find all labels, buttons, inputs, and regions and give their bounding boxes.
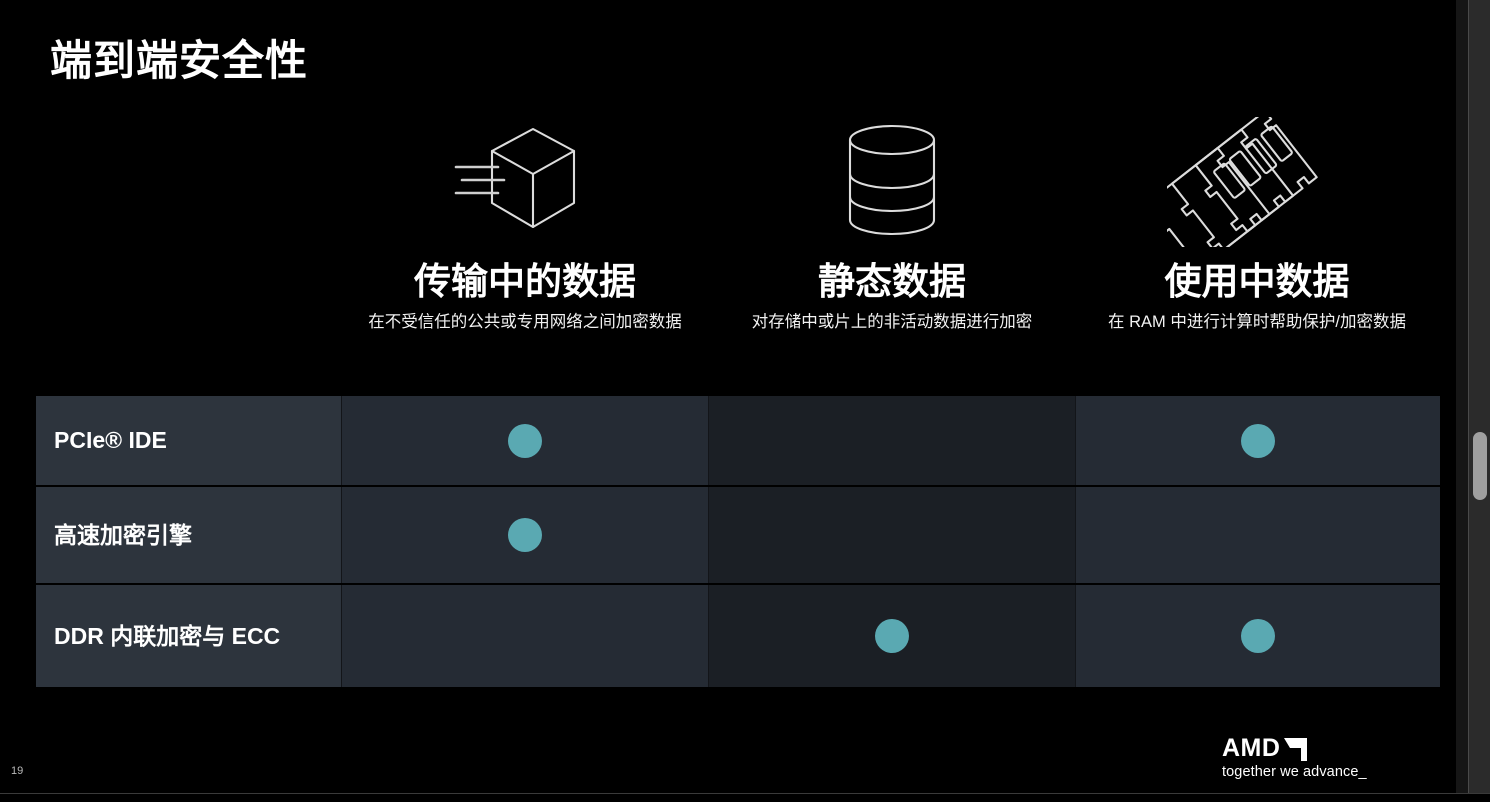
table-cell-rest bbox=[708, 487, 1075, 583]
table-row-label: PCIe® IDE bbox=[54, 427, 167, 454]
column-subtitle: 在 RAM 中进行计算时帮助保护/加密数据 bbox=[1108, 312, 1406, 331]
column-header-data-in-use: 使用中数据 在 RAM 中进行计算时帮助保护/加密数据 bbox=[1077, 112, 1437, 334]
window-bottom-edge bbox=[0, 793, 1490, 802]
support-dot-icon bbox=[875, 619, 909, 653]
page-number: 19 bbox=[11, 765, 24, 777]
cube-in-motion-icon bbox=[343, 112, 707, 247]
table-row-label-cell: 高速加密引擎 bbox=[36, 487, 341, 583]
table-row: DDR 内联加密与 ECC bbox=[36, 585, 1440, 687]
table-cell-transit bbox=[341, 585, 708, 687]
table-row: PCIe® IDE bbox=[36, 396, 1440, 487]
support-dot-icon bbox=[1241, 619, 1275, 653]
column-header-data-in-transit: 传输中的数据 在不受信任的公共或专用网络之间加密数据 bbox=[343, 112, 707, 334]
amd-arrow-icon bbox=[1284, 738, 1308, 761]
column-title: 使用中数据 bbox=[1164, 261, 1350, 302]
table-cell-in-use bbox=[1075, 487, 1440, 583]
feature-comparison-table: PCIe® IDE 高速加密引擎 bbox=[36, 396, 1440, 687]
table-cell-in-use bbox=[1075, 396, 1440, 485]
table-cell-rest bbox=[708, 396, 1075, 485]
page-title: 端到端安全性 bbox=[50, 37, 309, 84]
support-dot-icon bbox=[508, 518, 542, 552]
amd-logo: AMD together we advance_ bbox=[1222, 735, 1392, 781]
vertical-scrollbar-thumb[interactable] bbox=[1473, 432, 1487, 500]
table-row-label-cell: PCIe® IDE bbox=[36, 396, 341, 485]
table-row-label-cell: DDR 内联加密与 ECC bbox=[36, 585, 341, 687]
table-cell-in-use bbox=[1075, 585, 1440, 687]
column-header-data-at-rest: 静态数据 对存储中或片上的非活动数据进行加密 bbox=[712, 112, 1072, 334]
support-dot-icon bbox=[508, 423, 542, 458]
database-stack-icon bbox=[712, 112, 1072, 247]
table-cell-rest bbox=[708, 585, 1075, 687]
amd-wordmark: AMD bbox=[1222, 735, 1392, 761]
table-row: 高速加密引擎 bbox=[36, 487, 1440, 585]
table-cell-transit bbox=[341, 487, 708, 583]
column-title: 传输中的数据 bbox=[414, 261, 636, 302]
table-row-label: DDR 内联加密与 ECC bbox=[54, 622, 281, 649]
amd-tagline: together we advance_ bbox=[1222, 764, 1367, 780]
amd-logo-text: AMD bbox=[1222, 734, 1281, 762]
column-title: 静态数据 bbox=[818, 261, 966, 302]
column-subtitle: 在不受信任的公共或专用网络之间加密数据 bbox=[368, 312, 682, 331]
table-row-label: 高速加密引擎 bbox=[54, 521, 192, 548]
table-cell-transit bbox=[341, 396, 708, 485]
slide-canvas: 端到端安全性 传输中的数据 在不受信任的公共或专用网络之间加密数据 bbox=[0, 0, 1456, 793]
column-subtitle: 对存储中或片上的非活动数据进行加密 bbox=[751, 312, 1033, 331]
vertical-scrollbar-track[interactable] bbox=[1468, 0, 1490, 793]
support-dot-icon bbox=[1241, 423, 1275, 458]
memory-dimm-icon bbox=[1077, 112, 1437, 247]
